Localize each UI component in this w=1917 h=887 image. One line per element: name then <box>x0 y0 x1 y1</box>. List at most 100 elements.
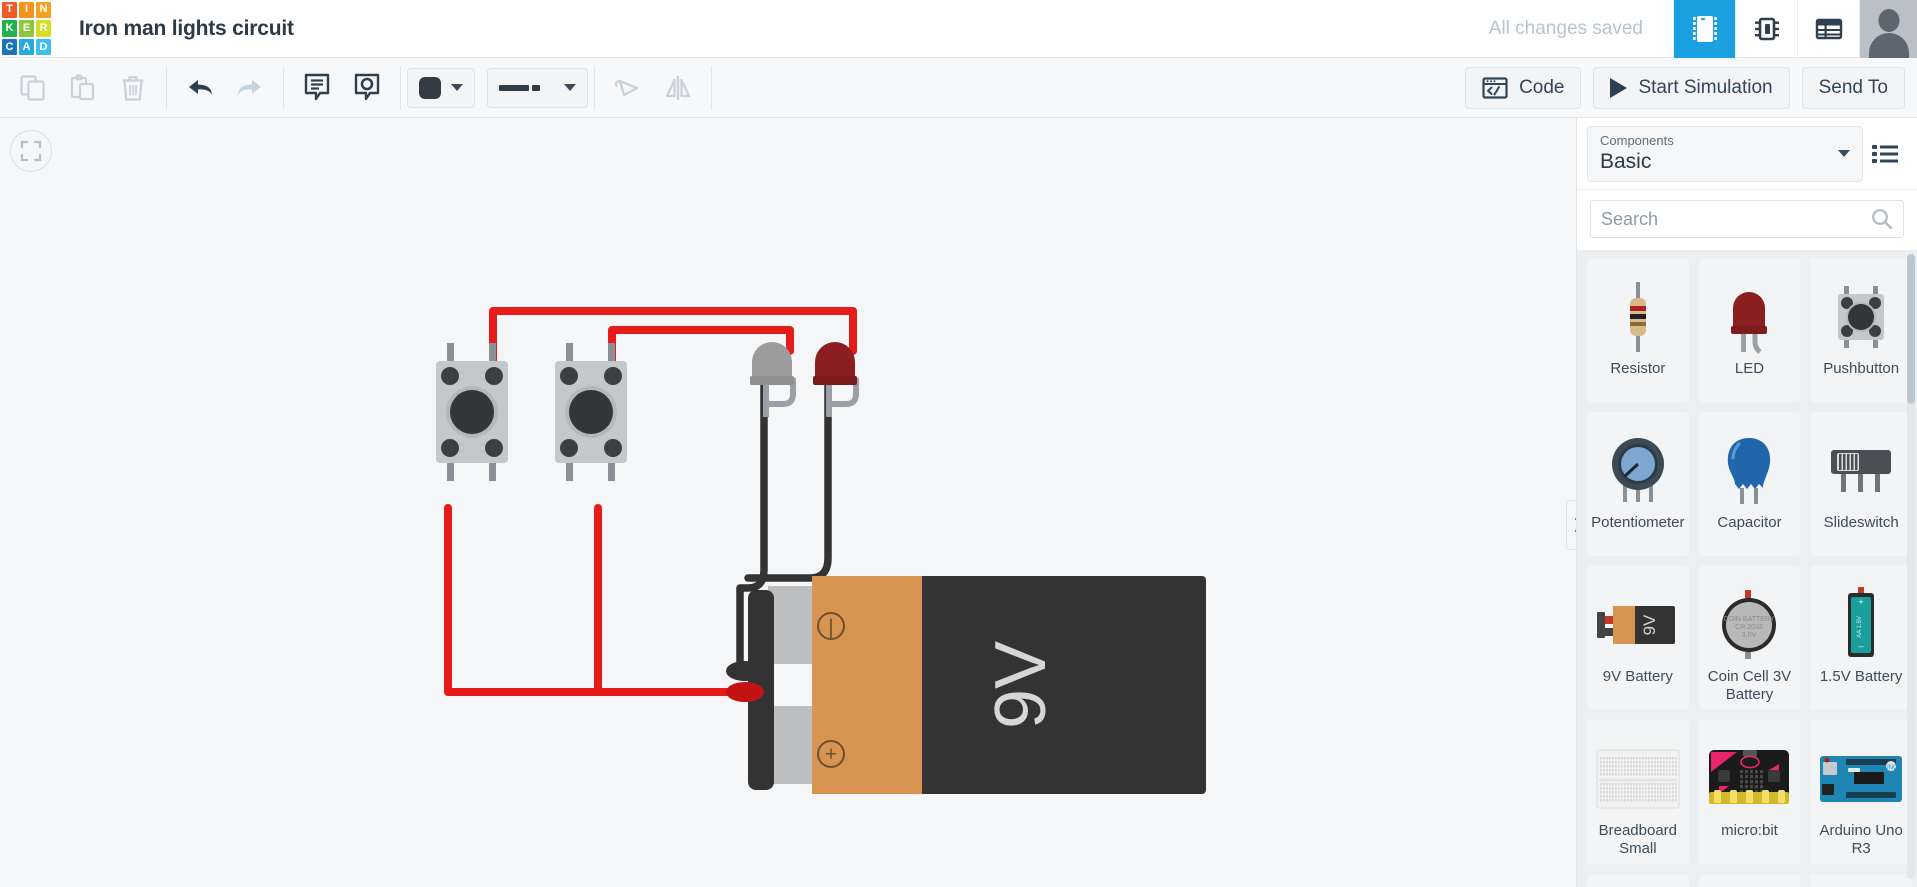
chevron-down-icon <box>564 84 576 91</box>
battery-positive-marker <box>817 740 845 768</box>
search-input[interactable] <box>1601 208 1865 230</box>
toolbar-divider <box>594 65 595 110</box>
pb2-cap <box>569 390 613 434</box>
send-to-label: Send To <box>1818 76 1888 98</box>
toolbar-actions: Code Start Simulation Send To <box>1453 66 1917 109</box>
led-red-flange <box>813 376 857 385</box>
mirror-button[interactable] <box>653 65 703 111</box>
pb1-pin-br <box>489 455 496 481</box>
resistor-icon <box>1608 274 1668 360</box>
led-white-body <box>752 342 792 384</box>
code-button[interactable]: Code <box>1465 66 1582 109</box>
components-select-value: Basic <box>1600 150 1652 174</box>
led-red-anode-lead <box>832 378 859 407</box>
breadboard-view-button[interactable] <box>1673 0 1735 58</box>
toolbar-divider <box>711 65 712 110</box>
logo-tile-e-4: E <box>19 20 34 37</box>
panel-header: Components Basic <box>1577 118 1917 190</box>
component-card[interactable]: micro:bit <box>1698 720 1801 864</box>
led-red-body <box>815 342 855 384</box>
wire-style-select[interactable] <box>487 67 588 108</box>
component-card[interactable]: Potentiometer <box>1587 412 1689 556</box>
page-title[interactable]: Iron man lights circuit <box>79 16 294 40</box>
start-simulation-button[interactable]: Start Simulation <box>1593 66 1790 109</box>
wire-color-select[interactable] <box>407 67 475 108</box>
pb2-pin-br <box>608 455 615 481</box>
rotate-button[interactable] <box>603 65 653 111</box>
component-card[interactable] <box>1810 874 1912 887</box>
toolbar-divider <box>400 65 401 110</box>
pb1-contact-tl <box>441 367 459 385</box>
send-to-button[interactable]: Send To <box>1801 66 1905 109</box>
annotation-button[interactable] <box>342 65 392 111</box>
delete-button[interactable] <box>108 65 158 111</box>
undo-button[interactable] <box>175 65 225 111</box>
wire-pb1-to-led-red <box>489 307 857 392</box>
battery-9v-icon: 9V <box>1595 582 1681 668</box>
pushbutton-1[interactable] <box>436 343 508 481</box>
component-card[interactable]: Pushbutton <box>1810 258 1912 402</box>
components-scrollbar[interactable] <box>1907 254 1915 879</box>
components-list-view-button[interactable] <box>1797 0 1859 58</box>
component-card[interactable]: Capacitor <box>1698 412 1801 556</box>
paste-icon <box>70 74 95 100</box>
components-category-select[interactable]: Components Basic <box>1587 125 1863 182</box>
wire-color-swatch <box>419 76 441 99</box>
breadboard-icon <box>1692 15 1717 42</box>
component-card[interactable]: Breadboard Small <box>1587 720 1689 864</box>
pb2-pin-bl <box>566 455 573 481</box>
component-card[interactable]: Resistor <box>1587 258 1689 402</box>
pb1-cap <box>450 390 494 434</box>
microbit-icon <box>1707 736 1791 822</box>
circuit-diagram[interactable]: + | 9V <box>0 118 1576 887</box>
paste-button[interactable] <box>58 65 108 111</box>
component-card[interactable] <box>1587 874 1689 887</box>
led-white-flange <box>750 376 794 385</box>
annotation-group <box>284 58 400 118</box>
start-simulation-label: Start Simulation <box>1638 76 1773 98</box>
svg-text:+: + <box>1859 597 1864 607</box>
avatar-body <box>1868 32 1909 58</box>
component-card[interactable]: LED <box>1698 258 1801 402</box>
svg-text:AA 1.5V: AA 1.5V <box>1857 616 1863 638</box>
wire-ground-led-white <box>736 347 768 674</box>
circuit-canvas[interactable]: + | 9V <box>0 118 1576 887</box>
avatar[interactable] <box>1859 0 1917 58</box>
component-card[interactable] <box>1698 874 1801 887</box>
logo-tile-d-8: D <box>36 38 51 56</box>
pb1-pin-tr <box>489 343 496 369</box>
history-group <box>167 58 283 118</box>
battery-9v[interactable]: + | 9V <box>726 576 1206 794</box>
fit-view-button[interactable] <box>10 130 52 172</box>
list-view-toggle[interactable] <box>1863 143 1907 165</box>
battery-terminal-positive-cap <box>768 706 820 784</box>
components-select-text: Components Basic <box>1600 133 1674 174</box>
copy-button[interactable] <box>8 65 58 111</box>
led-white[interactable] <box>750 342 796 417</box>
component-card[interactable]: Slideswitch <box>1810 412 1912 556</box>
component-label: Capacitor <box>1717 514 1782 531</box>
led-icon <box>1719 274 1779 360</box>
rotate-icon <box>614 79 639 96</box>
trash-icon <box>122 75 144 101</box>
battery-15v-icon: +–AA 1.5V <box>1839 582 1883 668</box>
redo-button[interactable] <box>225 65 275 111</box>
scrollbar-thumb[interactable] <box>1907 254 1915 404</box>
schematic-view-button[interactable] <box>1735 0 1797 58</box>
notes-button[interactable] <box>292 65 342 111</box>
pushbutton-2[interactable] <box>555 343 627 481</box>
led-red[interactable] <box>813 342 859 417</box>
component-label: Arduino Uno R3 <box>1819 822 1903 857</box>
search-icon[interactable] <box>1871 208 1893 230</box>
search-box[interactable] <box>1590 200 1904 238</box>
pb2-contact-tr <box>604 367 622 385</box>
logo-tile-n-2: N <box>36 1 51 19</box>
pb2-contact-br <box>604 439 622 457</box>
